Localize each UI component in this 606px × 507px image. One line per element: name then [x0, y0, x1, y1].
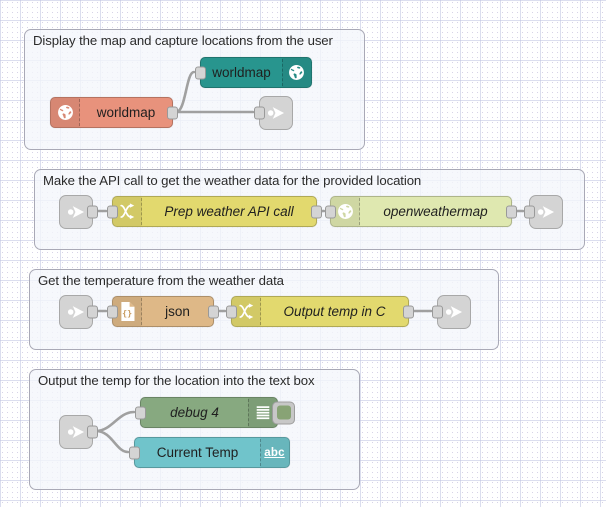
- globe-icon: [289, 65, 304, 80]
- debug-lines-icon: [256, 405, 269, 419]
- node-label: Prep weather API call: [164, 204, 294, 219]
- group-group-display-map[interactable]: Display the map and capture locations fr…: [24, 29, 365, 150]
- port-input[interactable]: [254, 106, 265, 120]
- port-input[interactable]: [107, 305, 118, 318]
- port-input[interactable]: [195, 66, 206, 79]
- node-label: Current Temp: [156, 445, 239, 460]
- debug-toggle-button[interactable]: [272, 401, 295, 424]
- node-label: json: [165, 304, 190, 319]
- port-output[interactable]: [506, 205, 517, 218]
- port-output[interactable]: [403, 305, 414, 318]
- node-label: debug 4: [170, 405, 219, 420]
- port-output[interactable]: [87, 425, 98, 439]
- port-output[interactable]: [87, 205, 98, 219]
- link-in-2[interactable]: [59, 295, 98, 329]
- link-out-icon: [267, 107, 285, 119]
- node-output-temp-in-c[interactable]: Output temp in C: [226, 296, 414, 327]
- group-label: Get the temperature from the weather dat…: [38, 273, 284, 288]
- node-label: worldmap: [212, 65, 271, 80]
- group-label: Make the API call to get the weather dat…: [43, 173, 422, 188]
- node-label: openweathermap: [383, 204, 488, 219]
- link-out-icon: [445, 306, 463, 318]
- node-prep-weather-api-call[interactable]: Prep weather API call: [107, 196, 322, 227]
- change-icon: [120, 203, 135, 220]
- link-in-icon: [67, 306, 85, 318]
- port-output[interactable]: [208, 305, 219, 318]
- port-input[interactable]: [524, 205, 535, 219]
- port-input[interactable]: [325, 205, 336, 218]
- link-out-icon: [537, 206, 555, 218]
- svg-text:{}: {}: [122, 308, 132, 318]
- port-input[interactable]: [107, 205, 118, 218]
- globe-icon-container: [282, 58, 311, 87]
- debug-toggle-indicator: [276, 405, 291, 420]
- json-icon: {}: [121, 302, 135, 321]
- abc-icon-container: abc: [260, 438, 289, 467]
- port-output[interactable]: [167, 106, 178, 119]
- abc-icon: abc: [264, 446, 285, 459]
- node-label: worldmap: [96, 105, 156, 120]
- globe-icon-container: [51, 98, 80, 127]
- node-json[interactable]: {} json: [107, 296, 219, 327]
- link-in-icon: [67, 426, 85, 438]
- node-worldmap-out[interactable]: worldmap: [195, 57, 312, 88]
- change-icon: [239, 303, 254, 320]
- port-input[interactable]: [129, 446, 140, 459]
- port-input[interactable]: [226, 305, 237, 318]
- node-openweathermap[interactable]: openweathermap: [325, 196, 517, 227]
- link-out-1[interactable]: [254, 96, 293, 130]
- port-input[interactable]: [135, 406, 146, 419]
- link-out-3[interactable]: [432, 295, 471, 329]
- port-input[interactable]: [432, 305, 443, 319]
- node-debug-4[interactable]: debug 4: [135, 397, 295, 428]
- group-label: Output the temp for the location into th…: [38, 373, 315, 388]
- link-in-icon: [67, 206, 85, 218]
- node-worldmap-in[interactable]: worldmap: [50, 97, 178, 128]
- link-in-1[interactable]: [59, 195, 98, 229]
- node-label: Output temp in C: [283, 304, 386, 319]
- node-current-temp[interactable]: Current Temp abc: [129, 437, 290, 468]
- globe-icon: [58, 105, 73, 120]
- port-output[interactable]: [87, 305, 98, 319]
- port-output[interactable]: [311, 205, 322, 218]
- globe-icon: [338, 204, 353, 219]
- link-out-2[interactable]: [524, 195, 563, 229]
- group-group-output-temp[interactable]: Output the temp for the location into th…: [29, 369, 360, 490]
- group-label: Display the map and capture locations fr…: [33, 33, 333, 48]
- link-in-3[interactable]: [59, 415, 98, 449]
